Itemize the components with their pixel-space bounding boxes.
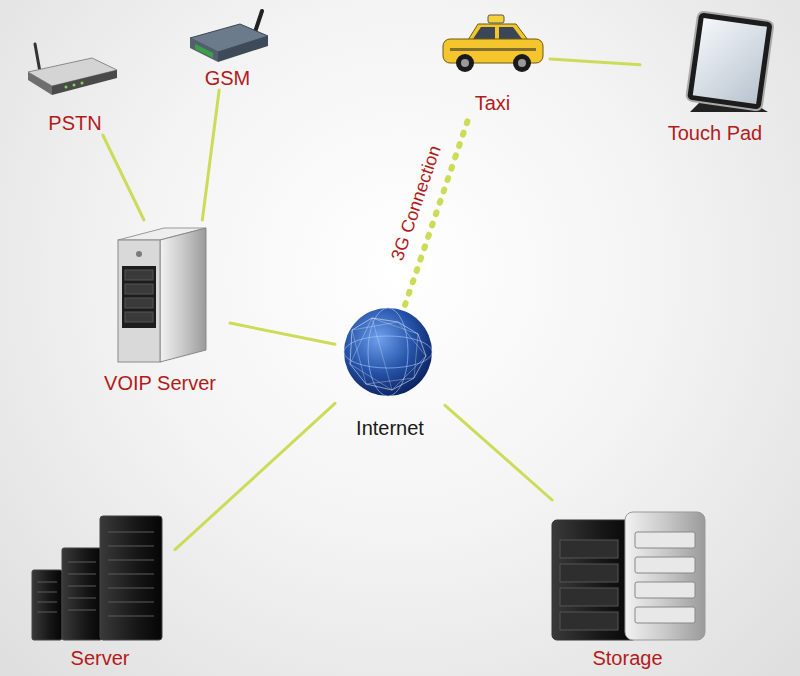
rack — [100, 516, 162, 640]
tablet-screen — [693, 18, 767, 104]
drive-slot — [125, 270, 153, 280]
car-window — [499, 27, 522, 39]
led — [73, 84, 76, 87]
car-cabin — [468, 24, 528, 40]
drive-bay — [560, 612, 618, 630]
network-mesh — [350, 318, 426, 390]
connector-line — [103, 135, 144, 220]
tablet-frame — [686, 11, 774, 111]
network-mesh — [350, 318, 426, 390]
node-label: VOIP Server — [104, 372, 216, 395]
icon-node: PSTN — [20, 40, 130, 135]
icon-node: VOIP Server — [90, 220, 230, 395]
node-label: PSTN — [48, 112, 101, 135]
drive-bay — [560, 564, 618, 582]
node-label: Touch Pad — [668, 122, 763, 145]
rack-grill — [37, 532, 154, 616]
node-label: Taxi — [475, 92, 511, 115]
connector-line — [175, 403, 335, 549]
node-label: Storage — [592, 647, 662, 670]
wheel — [513, 54, 531, 72]
drive-slot — [125, 312, 153, 322]
wheel — [456, 54, 474, 72]
connector-line — [445, 405, 552, 500]
storage-icon — [552, 512, 705, 640]
icon-node: Internet — [335, 305, 445, 440]
globe — [344, 308, 432, 396]
drive-bay — [560, 588, 618, 606]
connector-line — [230, 323, 335, 344]
connector-line — [202, 90, 219, 220]
drive-bay — [635, 607, 695, 623]
router-side — [28, 72, 52, 95]
tower-server-icon — [118, 228, 206, 362]
power-button — [136, 251, 142, 257]
car-stripe — [450, 48, 536, 51]
icon-node: GSM — [180, 10, 275, 90]
taxi-sign — [488, 15, 504, 23]
hub — [461, 59, 469, 67]
rack — [32, 570, 62, 640]
modem-side — [190, 38, 218, 62]
tower-front — [118, 240, 160, 362]
network-mesh — [372, 318, 392, 390]
drive-bay — [635, 557, 695, 573]
touch-pad-icon — [686, 11, 774, 112]
car-window — [473, 27, 495, 39]
node-label: Server — [71, 647, 130, 670]
led — [81, 82, 84, 85]
icon-node: Storage — [545, 500, 710, 670]
storage-unit — [625, 512, 705, 640]
led — [65, 86, 68, 89]
router-icon — [28, 44, 117, 95]
globe-icon — [344, 308, 432, 396]
taxi-icon — [443, 15, 543, 72]
icon-node: Touch Pad — [640, 10, 790, 145]
gsm-modem-icon — [190, 11, 268, 62]
terminal-strip — [195, 44, 213, 58]
router-front — [52, 70, 117, 95]
icon-node: Server — [25, 510, 175, 670]
storage-unit — [552, 520, 637, 640]
connector-line — [550, 59, 640, 65]
rack — [62, 548, 102, 640]
node-label: GSM — [205, 67, 251, 90]
antenna — [35, 44, 40, 72]
drive-slot — [125, 298, 153, 308]
drive-bays — [122, 266, 156, 328]
hub — [518, 59, 526, 67]
connection-label: 3G Connection — [388, 143, 446, 263]
modem-front — [218, 36, 268, 62]
drive-bay — [560, 540, 618, 558]
server-rack-icon — [32, 516, 162, 640]
node-label: Internet — [356, 417, 424, 440]
drive-bay — [635, 582, 695, 598]
drive-slot — [125, 284, 153, 294]
icon-node: Taxi — [435, 8, 550, 115]
antenna — [255, 11, 262, 32]
drive-bay — [635, 532, 695, 548]
tower-side — [160, 228, 206, 362]
